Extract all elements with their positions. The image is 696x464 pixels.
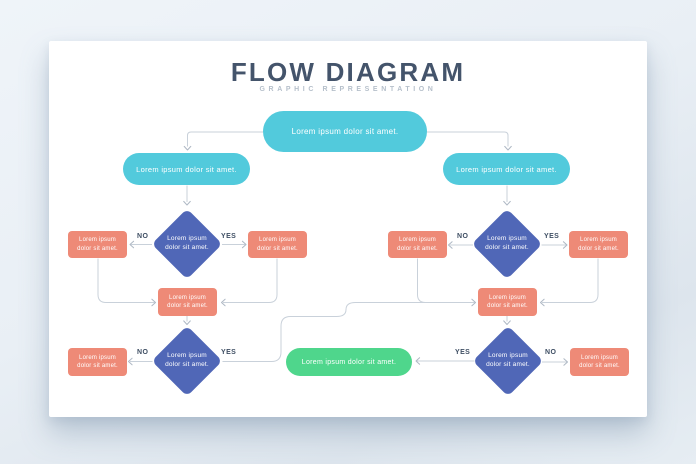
left-decision-1: Lorem ipsum dolor sit amet. bbox=[151, 208, 223, 280]
label-yes-right-1: YES bbox=[544, 233, 560, 240]
end-node-label: Lorem ipsum dolor sit amet. bbox=[301, 358, 397, 366]
right-process-node: Lorem ipsum dolor sit amet. bbox=[443, 153, 570, 185]
page-title: FLOW DIAGRAM bbox=[230, 57, 466, 87]
start-node-label: Lorem ipsum dolor sit amet. bbox=[291, 127, 399, 136]
left-no-box-2-label: Lorem ipsum dolor sit amet. bbox=[77, 354, 118, 369]
label-no-left-1: NO bbox=[137, 233, 149, 240]
right-yes-box-1-label: Lorem ipsum dolor sit amet. bbox=[578, 237, 619, 252]
left-decision-2: Lorem ipsum dolor sit amet. bbox=[151, 325, 223, 397]
left-no-box-1: Lorem ipsum dolor sit amet. bbox=[68, 231, 127, 258]
right-no-box-2-label: Lorem ipsum dolor sit amet. bbox=[579, 354, 620, 369]
right-merge-box-label: Lorem ipsum dolor sit amet. bbox=[487, 294, 528, 309]
start-node: Lorem ipsum dolor sit amet. bbox=[263, 111, 427, 152]
right-decision-2: Lorem ipsum dolor sit amet. bbox=[472, 325, 544, 397]
left-yes-box-1: Lorem ipsum dolor sit amet. bbox=[248, 231, 307, 258]
left-merge-box: Lorem ipsum dolor sit amet. bbox=[158, 288, 217, 316]
right-yes-box-1: Lorem ipsum dolor sit amet. bbox=[569, 231, 628, 258]
right-no-box-1-label: Lorem ipsum dolor sit amet. bbox=[397, 237, 438, 252]
end-node: Lorem ipsum dolor sit amet. bbox=[286, 348, 412, 376]
page-subtitle: GRAPHIC REPRESENTATION bbox=[259, 86, 437, 93]
right-no-box-2: Lorem ipsum dolor sit amet. bbox=[570, 348, 629, 376]
left-decision-1-label: Lorem ipsum dolor sit amet. bbox=[165, 235, 209, 251]
label-no-right-1: NO bbox=[457, 233, 469, 240]
label-yes-right-2: YES bbox=[455, 349, 471, 356]
right-decision-2-label: Lorem ipsum dolor sit amet. bbox=[486, 352, 530, 368]
left-yes-box-1-label: Lorem ipsum dolor sit amet. bbox=[257, 237, 298, 252]
right-decision-1: Lorem ipsum dolor sit amet. bbox=[471, 208, 543, 280]
label-yes-left-2: YES bbox=[221, 349, 237, 356]
left-process-node: Lorem ipsum dolor sit amet. bbox=[123, 153, 250, 185]
label-no-right-2: NO bbox=[545, 349, 557, 356]
left-process-label: Lorem ipsum dolor sit amet. bbox=[136, 164, 237, 174]
left-no-box-2: Lorem ipsum dolor sit amet. bbox=[68, 348, 127, 376]
left-merge-box-label: Lorem ipsum dolor sit amet. bbox=[167, 294, 208, 309]
label-yes-left-1: YES bbox=[221, 233, 237, 240]
right-process-label: Lorem ipsum dolor sit amet. bbox=[456, 164, 557, 174]
right-merge-box: Lorem ipsum dolor sit amet. bbox=[478, 288, 537, 316]
left-decision-2-label: Lorem ipsum dolor sit amet. bbox=[165, 352, 209, 368]
label-no-left-2: NO bbox=[137, 349, 149, 356]
left-no-box-1-label: Lorem ipsum dolor sit amet. bbox=[77, 237, 118, 252]
right-no-box-1: Lorem ipsum dolor sit amet. bbox=[388, 231, 447, 258]
right-decision-1-label: Lorem ipsum dolor sit amet. bbox=[485, 235, 529, 251]
